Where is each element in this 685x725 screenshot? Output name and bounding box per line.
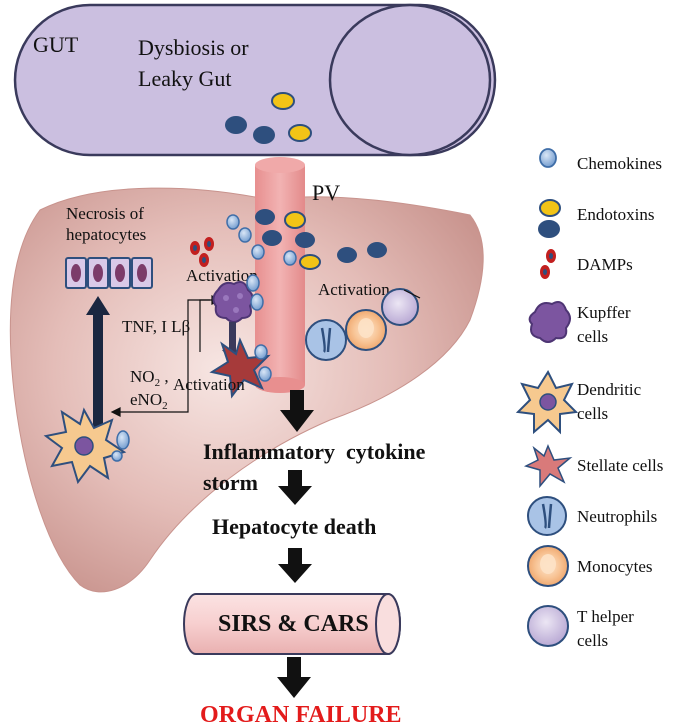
dendritic-cell-icon	[515, 369, 579, 435]
cascade-step1-line2: storm	[203, 470, 258, 495]
gut-opening	[328, 3, 492, 157]
legend-dendritic-line2: cells	[577, 404, 608, 423]
cascade-step3: SIRS & CARS	[218, 611, 369, 637]
kupffer-cell	[212, 274, 264, 323]
activation-right-label: Activation	[318, 280, 390, 299]
gut-endotoxins	[225, 92, 312, 144]
damp-icon	[540, 249, 556, 279]
legend-kupffer-line2: cells	[577, 327, 608, 346]
down-arrow-2	[278, 470, 312, 505]
chemokine-icon	[539, 148, 557, 168]
dendritic-cell	[43, 407, 130, 485]
cascade-step1-line1: Inflammatory cytokine	[203, 439, 426, 464]
gut-tube	[13, 3, 497, 157]
arrow-to-cluster	[403, 289, 421, 299]
cascade-step2: Hepatocyte death	[212, 514, 376, 539]
legend-chemokines: Chemokines	[577, 154, 662, 173]
pv-label: PV	[312, 180, 340, 205]
down-arrow-4	[277, 657, 311, 698]
cascade-step4: ORGAN FAILURE	[200, 702, 402, 725]
neutrophil-icon	[527, 496, 567, 536]
legend-endotoxins: Endotoxins	[577, 205, 654, 224]
legend-monocytes: Monocytes	[577, 557, 653, 576]
activation-kupffer-label: Activation	[186, 266, 258, 285]
arrow-to-necrosis	[86, 296, 110, 442]
legend: Chemokines Endotoxins DAMPs Kupffer cell…	[515, 148, 663, 650]
pv-molecules	[226, 209, 387, 270]
tnf-label: TNF, I Lβ	[122, 317, 190, 336]
legend-neutrophils: Neutrophils	[577, 507, 657, 526]
stellate-cell	[209, 337, 272, 399]
immune-cell-cluster	[305, 288, 419, 361]
no2-label: NO2 ,	[130, 367, 169, 389]
down-arrow-3	[278, 548, 312, 583]
stellate-cell-icon	[523, 444, 573, 489]
legend-stellate: Stellate cells	[577, 456, 663, 475]
legend-kupffer-line1: Kupffer	[577, 303, 631, 322]
sirs-cars-cylinder	[183, 593, 401, 655]
down-arrow-1	[280, 390, 314, 432]
no2-arrow	[110, 299, 210, 417]
legend-dendritic-line1: Dendritic	[577, 380, 642, 399]
legend-thelper-line1: T helper	[577, 607, 634, 626]
eno2-label: eNO2	[130, 390, 168, 412]
t-helper-cell-icon	[527, 605, 569, 647]
damps-cluster	[190, 237, 214, 267]
necrosis-line2: hepatocytes	[66, 225, 146, 244]
gut-condition-line1: Dysbiosis or	[138, 35, 249, 60]
monocyte-icon	[527, 545, 569, 587]
gut-label: GUT	[33, 32, 79, 57]
activation-stellate-label: Activation	[173, 375, 245, 394]
legend-thelper-line2: cells	[577, 631, 608, 650]
endotoxin-icon	[538, 199, 561, 238]
kupffer-cell-icon	[528, 301, 571, 343]
legend-damps: DAMPs	[577, 255, 633, 274]
gut-condition-line2: Leaky Gut	[138, 66, 231, 91]
necrotic-hepatocytes	[65, 257, 153, 289]
necrosis-line1: Necrosis of	[66, 204, 144, 223]
